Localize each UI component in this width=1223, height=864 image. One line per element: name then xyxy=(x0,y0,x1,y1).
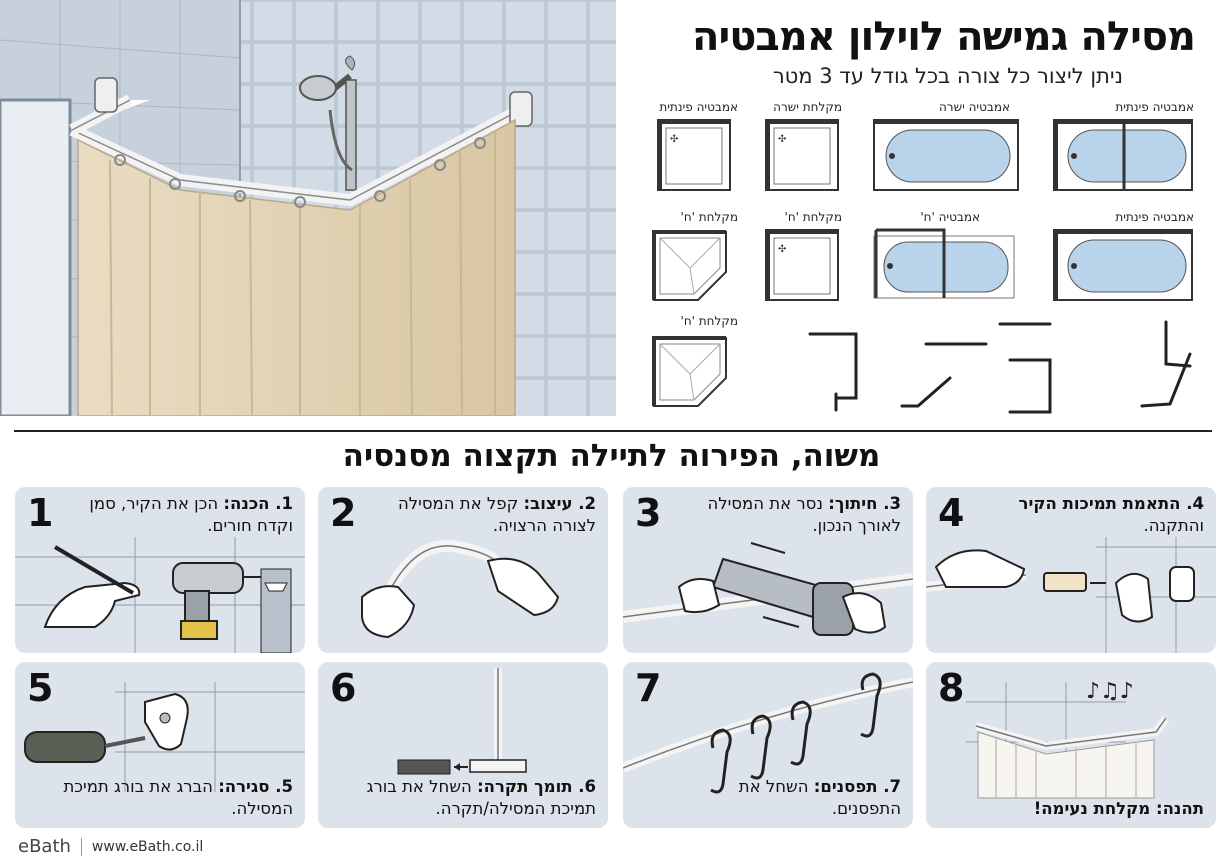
step-card-5: 5 5. סגירה: הברג את בורג תמיכת המסילה. xyxy=(15,662,305,828)
step-text: 5. סגירה: הברג את בורג תמיכת המסילה. xyxy=(63,776,293,820)
step-6-illustration xyxy=(397,668,527,775)
step-desc: קפל את המסילה לצורה הרצויה. xyxy=(398,494,596,535)
section-title: משוה, הפירוה לתיילה תקצוה מסנסיה xyxy=(342,438,881,474)
shape-shower-straight: מקלחת ישרה ✣ xyxy=(764,100,842,192)
shape-bath-straight-icon xyxy=(873,119,1019,191)
svg-text:✣: ✣ xyxy=(778,134,786,145)
shape-label: מקלחת 'ח' xyxy=(680,210,738,224)
step-text: 6. תומך תקרה: השחל את בורג תמיכת המסילה/… xyxy=(366,776,596,820)
hero-illustration xyxy=(0,0,616,416)
step-card-7: 7 7. תפסנים: השחל את התפסנים. xyxy=(623,662,913,828)
brand-logo: eBath xyxy=(18,836,71,857)
svg-text:♪♫♪: ♪♫♪ xyxy=(1086,679,1134,704)
rail-shapes-icon xyxy=(808,320,1192,414)
step-number: 6 xyxy=(330,666,357,710)
shape-label: אמבטיה פינתית xyxy=(659,100,738,114)
step-desc: נסר את המסילה לאורך הנכון. xyxy=(707,494,901,535)
shape-shower-pent: מקלחת 'ח' xyxy=(646,210,738,302)
shape-shower-corner-icon: ✣ xyxy=(657,119,731,191)
section-divider xyxy=(14,430,1212,432)
step-number: 3 xyxy=(635,491,662,535)
step-title: 4. התאמת תמיכות הקיר xyxy=(1018,494,1204,513)
step-text: 1. הכנה: הכן את הקיר, סמן וקדח חורים. xyxy=(83,493,293,537)
step-desc: השחל את בורג תמיכת המסילה/תקרה. xyxy=(366,777,596,818)
shape-shower-pent-icon xyxy=(652,230,727,301)
shape-label: מקלחת ישרה xyxy=(773,100,842,114)
shape-bath-corner-2-icon xyxy=(1053,229,1193,301)
footer-separator xyxy=(80,837,82,856)
step-card-6: 6 6. תומך תקרה: השחל את בורג תמיכת המסיל… xyxy=(318,662,608,828)
shape-shower-pent-2-icon xyxy=(652,336,727,407)
step-2-illustration xyxy=(361,539,560,639)
step-title: 2. עיצוב: xyxy=(523,494,596,513)
svg-text:✣: ✣ xyxy=(778,244,786,255)
svg-text:✣: ✣ xyxy=(670,134,678,145)
step-7-illustration xyxy=(623,672,913,794)
shape-shower-corner: אמבטיה פינתית ✣ xyxy=(646,100,738,192)
step-desc: הכן את הקיר, סמן וקדח חורים. xyxy=(89,494,293,535)
shape-shower-straight-icon: ✣ xyxy=(765,119,839,191)
shape-label: מקלחת 'ח' xyxy=(784,210,842,224)
shape-shower-h-icon: ✣ xyxy=(765,229,839,301)
step-title: 3. חיתוך: xyxy=(828,494,901,513)
step-card-2: 2 2. עיצוב: קפל את המסילה לצורה הרצויה. xyxy=(318,487,608,653)
shape-label: אמבטיה פינתית xyxy=(1115,210,1194,224)
step-3-illustration xyxy=(623,542,913,636)
step-text: 4. התאמת תמיכות הקיר והתקנה. xyxy=(994,493,1204,537)
step-title: 6. תומך תקרה: xyxy=(477,777,596,796)
step-text: 7. תפסנים: השחל את התפסנים. xyxy=(671,776,901,820)
step-text: 3. חיתוך: נסר את המסילה לאורך הנכון. xyxy=(691,493,901,537)
step-number: 2 xyxy=(330,491,357,535)
step-card-3: 3 3. חיתוך: נסר את המסילה לאורך הנכון. xyxy=(623,487,913,653)
step-number: 8 xyxy=(938,666,965,710)
step-1-illustration xyxy=(15,537,305,653)
page-title: מסילה גמישה לוילון אמבטיה xyxy=(691,14,1196,60)
shape-bath-h-icon xyxy=(873,228,1015,299)
shape-bath-corner-icon xyxy=(1053,119,1193,191)
step-number: 7 xyxy=(635,666,662,710)
step-5-illustration xyxy=(24,682,305,792)
step-text: 2. עיצוב: קפל את המסילה לצורה הרצויה. xyxy=(386,493,596,537)
step-desc: והתקנה. xyxy=(1143,516,1204,535)
shape-bath-corner-2: אמבטיה פינתית xyxy=(1052,210,1194,302)
website-link[interactable]: www.eBath.co.il xyxy=(91,838,204,855)
step-number: 1 xyxy=(27,491,54,535)
shape-label: אמבטיה ישרה xyxy=(938,100,1010,114)
step-card-8: ♪♫♪ 8 תהנה: מקלחת נעימה! xyxy=(926,662,1216,828)
step-title: 7. תפסנים: xyxy=(813,777,901,796)
step-desc: הברג את בורג תמיכת המסילה. xyxy=(63,777,293,818)
step-number: 4 xyxy=(938,491,965,535)
step-title: תהנה: מקלחת נעימה! xyxy=(1033,799,1204,818)
shape-label: אמבטיה פינתית xyxy=(1115,100,1194,114)
shape-bath-h: אמבטיה 'ח' xyxy=(872,210,1020,302)
step-4-illustration xyxy=(926,537,1216,653)
shape-label: מקלחת 'ח' xyxy=(680,314,738,328)
step-title: 1. הכנה: xyxy=(223,494,293,513)
page-subtitle: ניתן ליצור כל צורה בכל גודל עד 3 מטר xyxy=(772,64,1123,88)
step-8-illustration: ♪♫♪ xyxy=(966,679,1170,799)
shape-label: אמבטיה 'ח' xyxy=(920,210,980,224)
shape-bath-corner: אמבטיה פינתית xyxy=(1052,100,1194,192)
step-number: 5 xyxy=(27,666,54,710)
step-card-4: 4 4. התאמת תמיכות הקיר והתקנה. xyxy=(926,487,1216,653)
shape-bath-straight: אמבטיה ישרה xyxy=(872,100,1020,192)
step-title: 5. סגירה: xyxy=(218,777,293,796)
step-text: תהנה: מקלחת נעימה! xyxy=(974,798,1204,820)
step-desc: השחל את התפסנים. xyxy=(738,777,901,818)
shape-shower-h: מקלחת 'ח' ✣ xyxy=(764,210,842,302)
shape-shower-pent-2: מקלחת 'ח' xyxy=(646,314,738,414)
step-card-1: 1 1. הכנה: הכן את הקיר, סמן וקדח חורים. xyxy=(15,487,305,653)
footer: eBath www.eBath.co.il xyxy=(18,836,203,857)
